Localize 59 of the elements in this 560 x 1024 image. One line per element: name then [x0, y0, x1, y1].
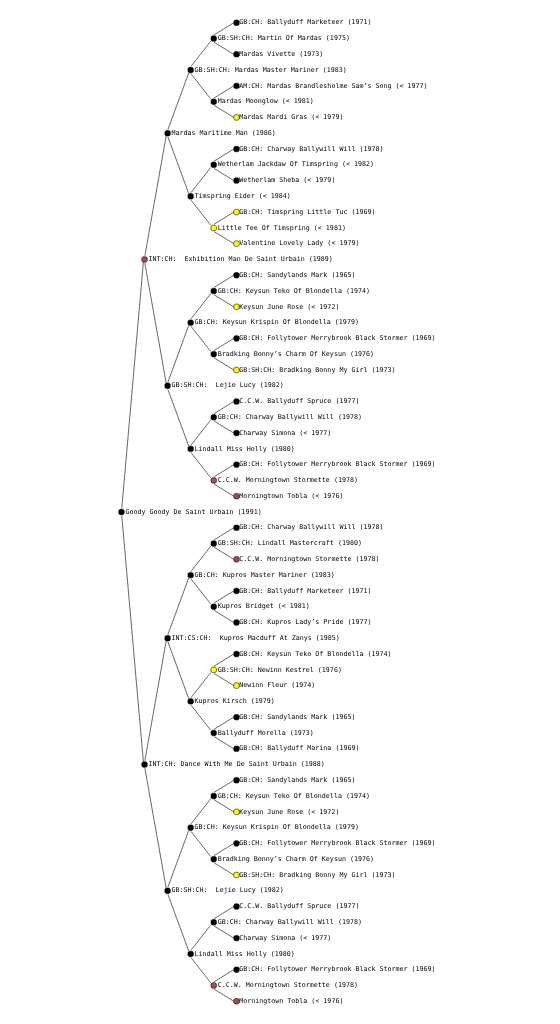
connector — [144, 135, 166, 257]
connector — [213, 527, 234, 541]
connector — [213, 338, 234, 351]
connector — [213, 357, 234, 371]
connector — [213, 105, 234, 118]
connector — [144, 767, 166, 889]
connector — [190, 957, 211, 983]
connector — [213, 925, 234, 939]
connector — [213, 168, 234, 181]
connector — [213, 653, 234, 667]
connector — [213, 843, 234, 856]
connector — [213, 906, 234, 919]
connector — [144, 262, 166, 384]
connector — [190, 672, 211, 699]
connector — [190, 293, 211, 320]
connector — [167, 389, 189, 447]
connector — [213, 780, 234, 793]
connector — [213, 610, 234, 623]
connector — [167, 577, 189, 635]
connector — [213, 274, 234, 288]
connector — [213, 673, 234, 686]
connector — [213, 22, 234, 36]
connector — [213, 85, 234, 99]
connector — [190, 73, 211, 100]
connector — [167, 136, 189, 194]
connector — [213, 401, 234, 414]
connector — [213, 969, 234, 983]
connector — [213, 231, 234, 244]
connector — [167, 894, 189, 952]
connector — [213, 420, 234, 434]
connector — [213, 546, 234, 560]
connector — [213, 862, 234, 876]
connector — [190, 199, 211, 226]
connector — [213, 41, 234, 55]
connector — [213, 590, 234, 604]
connector — [213, 464, 234, 478]
connector — [167, 830, 189, 888]
connector — [144, 640, 166, 762]
connector — [120, 515, 144, 763]
connector — [167, 325, 189, 383]
connector — [190, 325, 211, 352]
connector — [190, 578, 211, 605]
connector — [190, 452, 211, 478]
connector — [190, 41, 211, 67]
connector — [213, 148, 234, 162]
connector — [190, 798, 211, 825]
connector — [213, 736, 234, 750]
connector — [120, 261, 144, 509]
connector — [213, 294, 234, 308]
connector — [190, 167, 211, 193]
connector — [190, 704, 211, 731]
connector — [190, 831, 211, 857]
connector — [213, 716, 234, 730]
connector — [213, 799, 234, 813]
connector — [167, 641, 189, 699]
connector — [167, 72, 189, 130]
connector — [190, 419, 211, 446]
connector — [190, 924, 211, 951]
connector — [190, 546, 211, 572]
